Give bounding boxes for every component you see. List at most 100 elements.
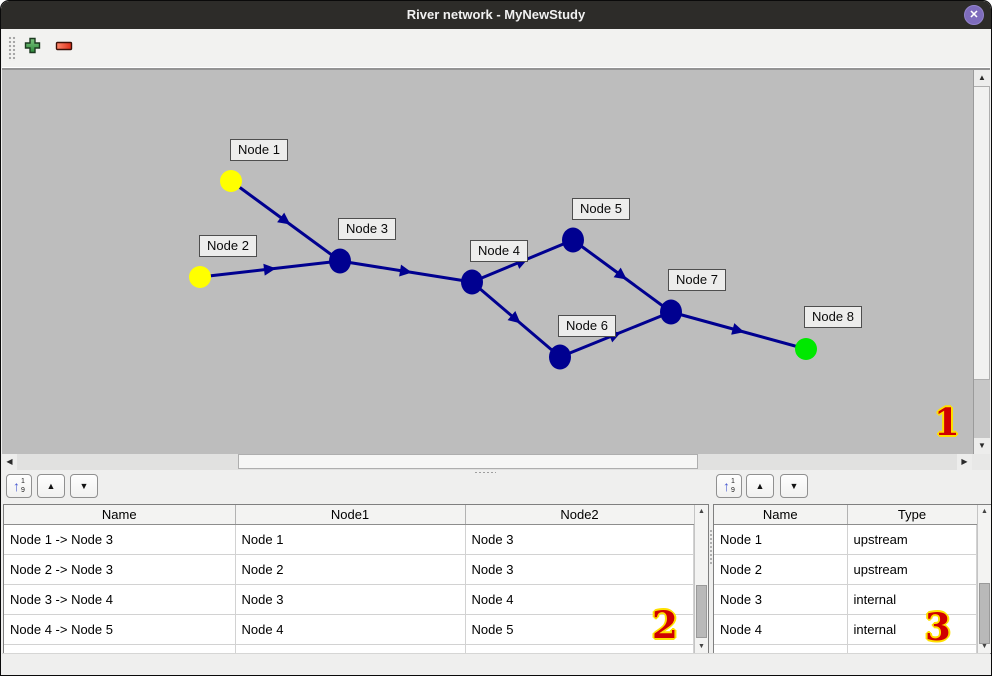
scroll-right-button[interactable]: ▶	[957, 454, 972, 470]
minus-icon	[55, 39, 73, 57]
cell[interactable]: internal	[847, 584, 977, 615]
column-header-node1[interactable]: Node1	[235, 505, 466, 525]
cell[interactable]: Node 2 -> Node 3	[4, 554, 236, 585]
down-arrow-icon: ▼	[698, 643, 705, 650]
cell[interactable]: Node 3 -> Node 4	[4, 584, 236, 615]
cell[interactable]: Node 3	[714, 584, 848, 615]
scroll-down-button[interactable]: ▼	[974, 438, 990, 454]
cell[interactable]: Node 3	[465, 524, 694, 555]
annotation-3: 3	[925, 605, 951, 649]
node-label-node-1[interactable]: Node 1	[230, 139, 288, 161]
table-splitter-handle[interactable]	[709, 529, 713, 565]
edge-node-7-to-node-8[interactable]	[670, 310, 807, 351]
links-move-up-button[interactable]: ▲	[37, 474, 65, 498]
cell[interactable]: Node 4	[465, 584, 694, 615]
node-label-node-2[interactable]: Node 2	[199, 235, 257, 257]
scroll-thumb[interactable]	[696, 585, 707, 638]
network-canvas[interactable]: Node 1 Node 2 Node 3 Node 4 Node 5 Node 6 Node…	[2, 70, 974, 454]
nodes-move-up-button[interactable]: ▲	[746, 474, 774, 498]
close-icon: ✕	[969, 9, 979, 21]
empty-row	[714, 644, 977, 653]
links-move-down-button[interactable]: ▼	[70, 474, 98, 498]
node-circle-node-6[interactable]	[549, 344, 571, 370]
node-label-node-8[interactable]: Node 8	[804, 306, 862, 328]
scroll-thumb[interactable]	[979, 583, 990, 644]
toolbar-separator	[2, 68, 990, 70]
column-header-node2[interactable]: Node2	[465, 505, 694, 525]
links-table-scrollbar[interactable]: ▲ ▼	[694, 505, 708, 653]
pane-splitter-handle[interactable]	[474, 471, 496, 474]
add-node-button[interactable]	[19, 34, 45, 61]
edge-node-5-to-node-7[interactable]	[572, 238, 672, 314]
cell[interactable]: upstream	[847, 554, 977, 585]
horizontal-scroll-thumb[interactable]	[238, 454, 698, 469]
node-circle-node-1[interactable]	[220, 170, 242, 192]
node-circle-node-5[interactable]	[562, 227, 584, 253]
node-label-node-7[interactable]: Node 7	[668, 269, 726, 291]
column-header-type[interactable]: Type	[847, 505, 977, 525]
node-circle-node-2[interactable]	[189, 266, 211, 288]
scroll-up-button[interactable]: ▲	[978, 505, 991, 518]
edge-node-3-to-node-4[interactable]	[339, 259, 473, 284]
scroll-down-button[interactable]: ▼	[978, 640, 991, 653]
cell[interactable]: Node 4	[714, 614, 848, 645]
window-title: River network - MyNewStudy	[406, 7, 586, 22]
up-arrow-icon: ▲	[981, 508, 988, 515]
node-label-node-3[interactable]: Node 3	[338, 218, 396, 240]
edge-node-2-to-node-3[interactable]	[199, 259, 341, 279]
cell[interactable]: Node 1	[714, 524, 848, 555]
vertical-scroll-thumb[interactable]	[974, 86, 990, 380]
cell[interactable]: Node 2	[714, 554, 848, 585]
cell[interactable]: Node 4 -> Node 5	[4, 614, 236, 645]
node-label-node-4[interactable]: Node 4	[470, 240, 528, 262]
edge-node-1-to-node-3[interactable]	[230, 179, 341, 263]
cell[interactable]: Node 2	[235, 554, 466, 585]
scroll-down-button[interactable]: ▼	[695, 640, 708, 653]
cell[interactable]: internal	[847, 614, 977, 645]
node-circle-node-4[interactable]	[461, 269, 483, 295]
cell[interactable]: Node 4	[235, 614, 466, 645]
nodes-table-scrollbar[interactable]: ▲ ▼	[977, 505, 991, 653]
edge-node-4-to-node-6[interactable]	[471, 280, 561, 359]
node-label-node-5[interactable]: Node 5	[572, 198, 630, 220]
node-circle-node-3[interactable]	[329, 248, 351, 274]
status-bar	[2, 653, 990, 675]
node-circle-node-7[interactable]	[660, 299, 682, 325]
cell[interactable]: Node 3	[235, 584, 466, 615]
cell[interactable]: Node 1 -> Node 3	[4, 524, 236, 555]
cell[interactable]: Node 5	[465, 614, 694, 645]
empty-row	[4, 644, 694, 653]
canvas-horizontal-scrollbar[interactable]: ◀ ▶	[2, 454, 990, 470]
cell[interactable]: Node 1	[235, 524, 466, 555]
canvas-vertical-scrollbar[interactable]: ▲ ▼	[973, 70, 990, 454]
close-button[interactable]: ✕	[964, 5, 984, 25]
column-header-name[interactable]: Name	[714, 505, 848, 525]
cell[interactable]: Node 3	[465, 554, 694, 585]
scroll-up-button[interactable]: ▲	[695, 505, 708, 518]
scroll-up-button[interactable]: ▲	[974, 70, 990, 86]
nodes-move-down-button[interactable]: ▼	[780, 474, 808, 498]
annotation-1: 1	[934, 400, 960, 444]
node-label-node-6[interactable]: Node 6	[558, 315, 616, 337]
toolbar-drag-handle[interactable]	[8, 36, 16, 61]
cell[interactable]: upstream	[847, 524, 977, 555]
remove-node-button[interactable]	[51, 34, 77, 61]
down-arrow-icon: ▼	[981, 643, 988, 650]
node-circle-node-8[interactable]	[795, 338, 817, 360]
column-header-name[interactable]: Name	[4, 505, 236, 525]
scroll-left-button[interactable]: ◀	[2, 454, 17, 470]
title-bar[interactable]: River network - MyNewStudy ✕	[1, 1, 991, 29]
